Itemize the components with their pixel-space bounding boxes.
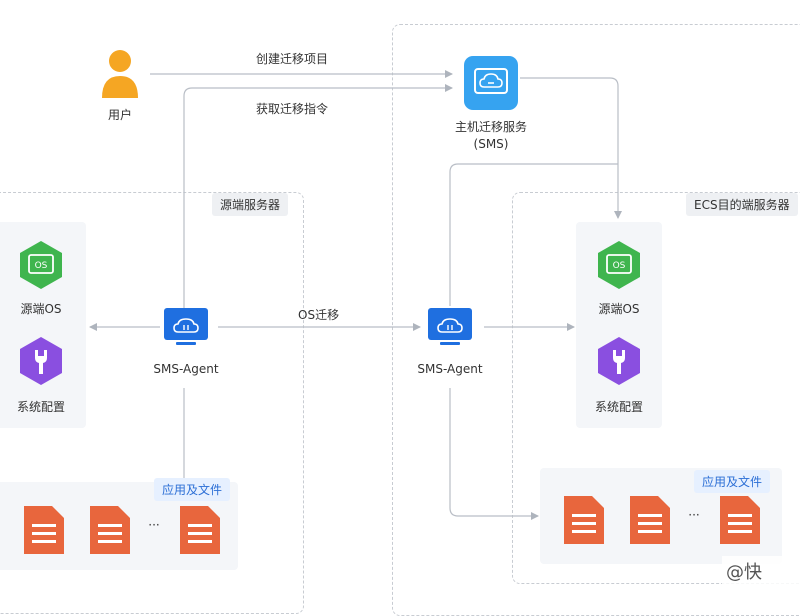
source-file-icon-2 [90,506,130,554]
source-files-ellipsis: ··· [148,518,160,532]
source-os-badge: OS [35,261,48,271]
flow-target-agent-to-apps-line [449,388,539,520]
source-file-icon-1 [24,506,64,554]
source-file-icon-3 [180,506,220,554]
cloud-migration-service-icon [464,56,518,110]
source-apps-tag: 应用及文件 [154,478,231,501]
flow-target-agent-up-line [449,163,618,306]
source-os-label: 源端OS [20,302,62,316]
source-config-label: 系统配置 [16,400,65,414]
source-region-title: 源端服务器 [212,193,289,216]
target-os-icon: OS [598,241,640,289]
target-os-label: 源端OS [598,302,640,316]
target-config-label: 系统配置 [594,400,643,414]
target-file-icon-2 [630,496,670,544]
source-agent-label: SMS-Agent [153,362,219,376]
flow-get-command-line [183,84,453,310]
user-label: 用户 [107,108,132,122]
watermark-text: @快 [726,562,762,583]
target-os-badge: OS [613,261,626,271]
target-apps-tag: 应用及文件 [694,470,771,493]
target-region-title: ECS目的端服务器 [686,193,798,216]
flow-sms-to-target-line [520,77,622,219]
source-sms-agent-icon [164,308,208,345]
connection-lines [89,70,622,520]
sms-label-line2: (SMS) [473,137,509,151]
flow-create-task-label: 创建迁移项目 [256,52,329,66]
source-config-wrench-icon [20,337,62,385]
flow-os-migrate-label: OS迁移 [298,308,340,322]
target-file-icon-1 [564,496,604,544]
target-files-ellipsis: ··· [688,508,700,522]
user-icon [102,50,138,98]
target-file-icon-3 [720,496,760,544]
target-sms-agent-icon [428,308,472,345]
watermark: @快 [722,556,800,590]
target-config-wrench-icon [598,337,640,385]
sms-label-line1: 主机迁移服务 [454,120,527,134]
flow-get-command-label: 获取迁移指令 [256,102,329,116]
target-server-region [512,192,800,584]
target-agent-label: SMS-Agent [417,362,483,376]
source-os-icon: OS [20,241,62,289]
